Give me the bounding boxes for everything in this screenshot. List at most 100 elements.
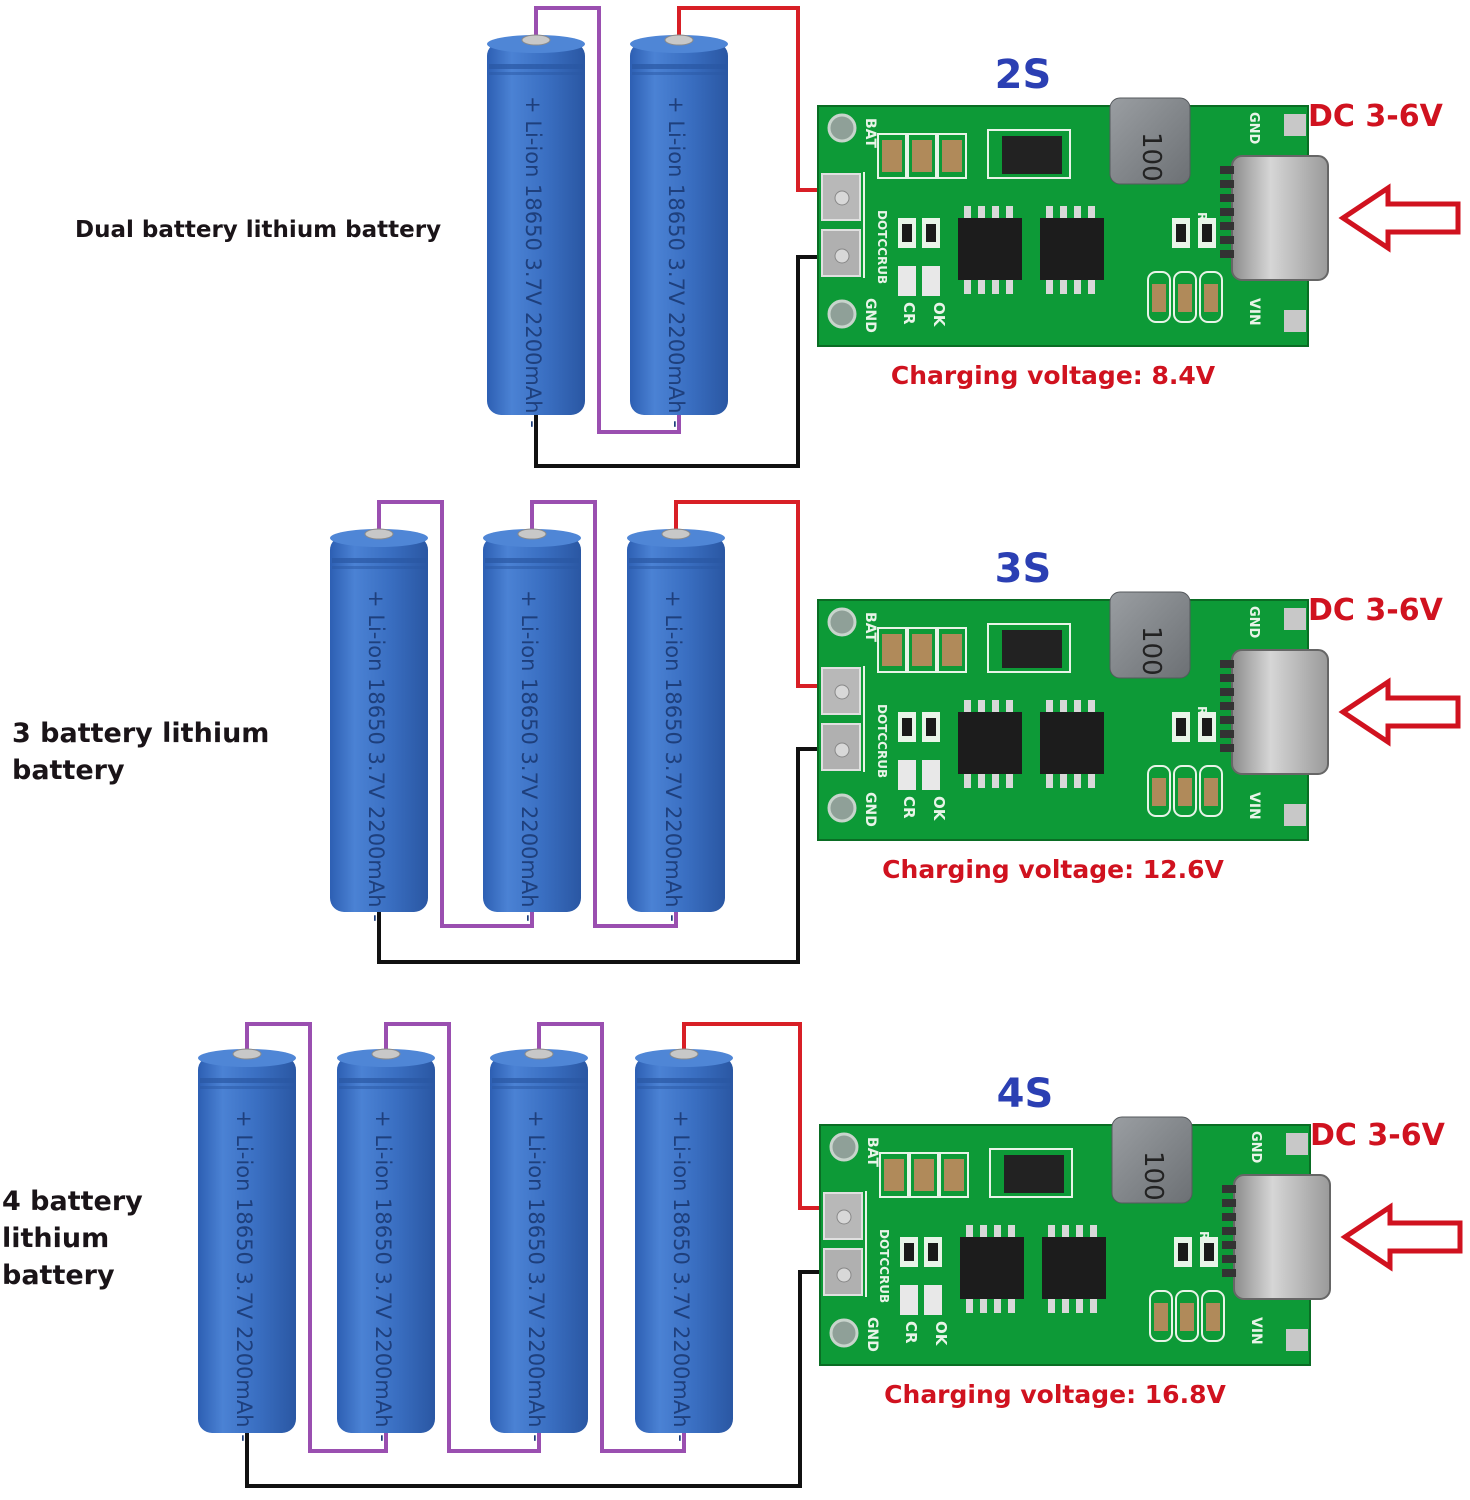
ic-pin xyxy=(992,774,999,788)
usb-pin xyxy=(1220,688,1234,696)
positive-terminal-icon xyxy=(364,528,394,540)
silk-box xyxy=(989,1148,1073,1198)
led-icon xyxy=(900,1285,918,1315)
battery-label: + Li-ion 18650 3.7V 2200mAh - xyxy=(517,590,541,922)
resistor-icon xyxy=(904,1243,914,1261)
ic-chip-icon xyxy=(1040,712,1104,774)
silk-box xyxy=(939,1152,969,1198)
usb-pin xyxy=(1220,250,1234,258)
usb-c-port-icon xyxy=(1233,1174,1331,1300)
ic-pin xyxy=(1074,206,1081,220)
silk-box xyxy=(937,627,967,673)
mounting-hole-icon xyxy=(829,1132,859,1162)
diode-icon xyxy=(1002,630,1062,668)
silk-box xyxy=(877,627,907,673)
battery-groove xyxy=(629,558,723,563)
usb-pin xyxy=(1222,1241,1236,1249)
positive-wire xyxy=(682,1022,842,1210)
ic-pin xyxy=(1090,1225,1097,1239)
silk-ok-label: OK xyxy=(930,302,948,328)
ic-pin xyxy=(1074,774,1081,788)
battery-groove xyxy=(632,64,726,69)
ic-pin xyxy=(1046,774,1053,788)
negative-wire xyxy=(245,1270,842,1488)
capacitor-icon xyxy=(1154,1303,1168,1331)
ic-pin xyxy=(1006,700,1013,714)
battery-groove xyxy=(339,1078,433,1083)
ic-pin xyxy=(994,1299,1001,1313)
battery-body xyxy=(627,536,725,912)
ic-chip-icon xyxy=(958,712,1022,774)
usb-pin xyxy=(1220,660,1234,668)
battery-groove xyxy=(200,1086,294,1089)
resistor-icon xyxy=(928,1243,938,1261)
battery-cell-2-0: + Li-ion 18650 3.7V 2200mAh - xyxy=(198,1048,296,1442)
charging-voltage-label: Charging voltage: 16.8V xyxy=(884,1380,1226,1409)
capacitor-icon xyxy=(912,634,932,666)
usb-pin xyxy=(1220,744,1234,752)
usb-pin xyxy=(1220,674,1234,682)
series-title: 2S xyxy=(995,52,1052,98)
pad-hole-icon xyxy=(836,1267,852,1283)
resistor-icon xyxy=(902,718,912,736)
row-2s-description: Dual battery lithium battery xyxy=(75,217,442,243)
input-arrow-icon xyxy=(1340,1202,1463,1272)
series-wire xyxy=(537,1022,686,1453)
battery-groove xyxy=(485,558,579,563)
ic-pin xyxy=(1076,1225,1083,1239)
silk-cr-label: CR xyxy=(902,1321,920,1344)
silk-side-label: DOTCCRUB xyxy=(877,1229,891,1303)
led-icon xyxy=(898,760,916,790)
resistor-icon xyxy=(902,224,912,242)
inductor-icon xyxy=(1111,1116,1193,1204)
led-icon xyxy=(922,760,940,790)
silk-gnd-right-label: GND xyxy=(1246,112,1261,145)
wires-layer xyxy=(245,6,842,1488)
ic-pin xyxy=(964,280,971,294)
battery-body xyxy=(330,536,428,912)
silk-box xyxy=(1201,1290,1225,1342)
resistor-icon xyxy=(1178,1243,1188,1261)
usb-pin xyxy=(1220,730,1234,738)
vin-gnd-pad xyxy=(1286,1133,1308,1155)
usb-pin xyxy=(1222,1213,1236,1221)
battery-body xyxy=(483,536,581,912)
silk-ok-label: OK xyxy=(932,1321,950,1347)
ic-pin xyxy=(992,206,999,220)
usb-pin xyxy=(1220,208,1234,216)
silk-side-label: DOTCCRUB xyxy=(875,704,889,778)
silk-box xyxy=(877,133,907,179)
mounting-hole-icon xyxy=(827,113,857,143)
usb-pin xyxy=(1222,1227,1236,1235)
charger-board-3s: BATDOTCCRUBGNDCROKRCSGNDVIN1003SDC 3-6VC… xyxy=(817,546,1461,884)
battery-cell-2-2: + Li-ion 18650 3.7V 2200mAh - xyxy=(490,1048,588,1442)
ic-pin xyxy=(1006,206,1013,220)
inductor-icon xyxy=(1109,97,1191,185)
usb-pin xyxy=(1220,716,1234,724)
vin-pad xyxy=(1284,310,1306,332)
series-wire xyxy=(534,6,681,434)
silk-gnd-right-label: GND xyxy=(1246,606,1261,639)
capacitor-icon xyxy=(1178,284,1192,312)
battery-label: + Li-ion 18650 3.7V 2200mAh - xyxy=(524,1110,548,1442)
resistor-icon xyxy=(1204,1243,1214,1261)
battery-body xyxy=(337,1056,435,1433)
pcbs-layer: BATDOTCCRUBGNDCROKRCSGNDVIN1002SDC 3-6VC… xyxy=(817,52,1463,1409)
resistor-icon xyxy=(1176,224,1186,242)
silk-ok-label: OK xyxy=(930,796,948,822)
battery-groove xyxy=(332,558,426,563)
silk-box xyxy=(937,133,967,179)
charging-voltage-label: Charging voltage: 12.6V xyxy=(882,855,1224,884)
battery-label: + Li-ion 18650 3.7V 2200mAh - xyxy=(661,590,685,922)
silk-cr-label: CR xyxy=(900,302,918,325)
positive-terminal-icon xyxy=(669,1048,699,1060)
battery-groove xyxy=(632,72,726,75)
positive-terminal-icon xyxy=(521,34,551,46)
row-4s-description: 4 battery lithium battery xyxy=(2,1186,143,1291)
capacitor-icon xyxy=(1178,778,1192,806)
battery-groove xyxy=(492,1086,586,1089)
silk-box xyxy=(879,1152,909,1198)
silk-cr-label: CR xyxy=(900,796,918,819)
